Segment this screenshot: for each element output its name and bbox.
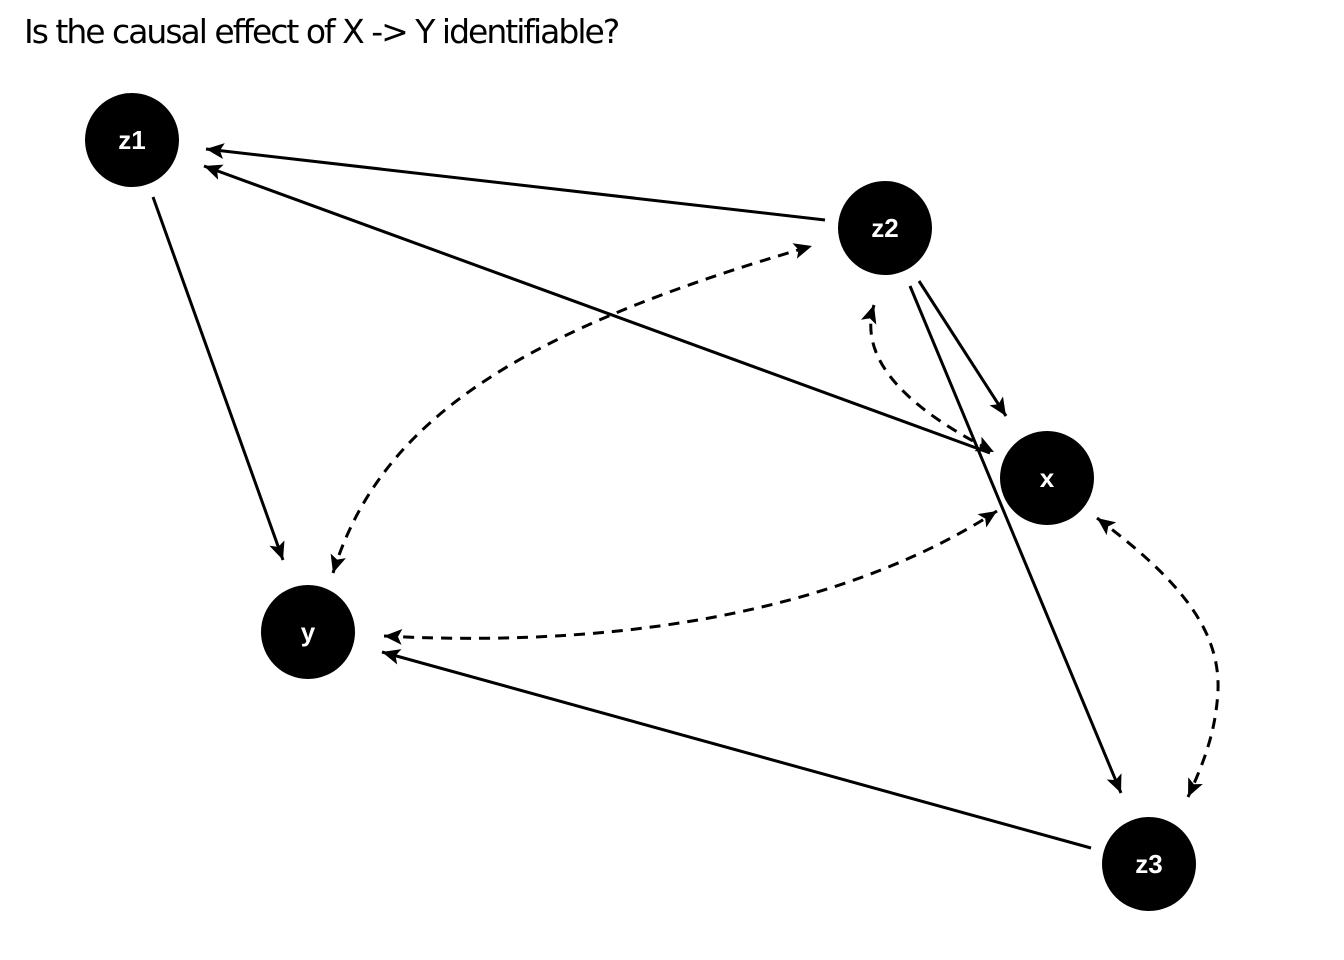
node-circle-z1[interactable] bbox=[85, 93, 179, 187]
node-label-y: y bbox=[301, 617, 316, 647]
node-circle-x[interactable] bbox=[1000, 431, 1094, 525]
edges-layer bbox=[151, 143, 1220, 850]
node-y[interactable]: y bbox=[261, 585, 355, 679]
node-z3[interactable]: z3 bbox=[1102, 817, 1196, 911]
node-x[interactable]: x bbox=[1000, 431, 1094, 525]
edge-z2-to-z3 bbox=[908, 285, 1123, 794]
node-label-z3: z3 bbox=[1135, 849, 1162, 879]
node-circle-z2[interactable] bbox=[838, 181, 932, 275]
edge-z2-to-x bbox=[917, 280, 1008, 417]
node-circle-z3[interactable] bbox=[1102, 817, 1196, 911]
confounder-edge-z2-x bbox=[861, 304, 995, 454]
node-circle-y[interactable] bbox=[261, 585, 355, 679]
confounder-edge-x-z3 bbox=[1096, 516, 1220, 798]
question-title: Is the causal effect of X -> Y identifia… bbox=[24, 12, 620, 51]
node-z2[interactable]: z2 bbox=[838, 181, 932, 275]
node-label-z1: z1 bbox=[118, 125, 145, 155]
edge-z1-to-y bbox=[151, 196, 285, 561]
node-label-x: x bbox=[1040, 463, 1055, 493]
confounder-edge-y-x bbox=[383, 509, 998, 645]
edge-z3-to-y bbox=[381, 649, 1092, 850]
node-z1[interactable]: z1 bbox=[85, 93, 179, 187]
edge-z2-to-z1 bbox=[205, 143, 826, 222]
nodes-layer: z1 z2 x y z3 bbox=[85, 93, 1196, 911]
confounder-edge-y-z2 bbox=[330, 243, 813, 574]
node-label-z2: z2 bbox=[871, 213, 898, 243]
